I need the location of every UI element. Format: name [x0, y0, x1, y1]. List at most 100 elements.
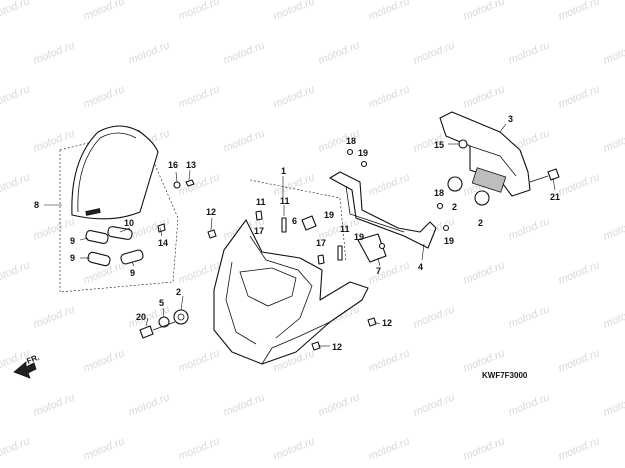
callout-2-left: 2 [176, 287, 181, 297]
stay-bracket [329, 171, 437, 249]
rubber-mount-9-left [87, 251, 111, 267]
watermark-text: motod.ru [32, 39, 77, 66]
watermark-text: motod.ru [507, 39, 552, 66]
nut-18-a [346, 148, 354, 156]
bolt-20-shaft [152, 321, 176, 331]
bolt-21-shaft [529, 175, 549, 183]
callout-16: 16 [168, 160, 178, 170]
diagram-code: KWF7F3000 [482, 371, 528, 380]
watermark-text: motod.ru [272, 435, 317, 462]
watermark-text: motod.ru [177, 347, 222, 374]
watermark-text: motod.ru [367, 435, 412, 462]
cowl-inner-right [249, 235, 313, 339]
cowl-lower-edge [261, 321, 331, 365]
grommet-2-left-hole [177, 313, 185, 321]
watermark-text: motod.ru [127, 39, 172, 66]
callout-9-upper: 9 [70, 236, 75, 246]
watermark-text: motod.ru [177, 259, 222, 286]
watermark-text: motod.ru [557, 259, 602, 286]
callout-14: 14 [158, 238, 168, 248]
windscreen-edge [77, 132, 137, 213]
nut-19-b [442, 224, 450, 232]
watermark-text: motod.ru [462, 259, 507, 286]
watermark-text: motod.ru [82, 0, 127, 23]
watermark-text: motod.ru [412, 391, 457, 418]
bracket-6 [301, 215, 317, 231]
collar-5 [158, 316, 170, 328]
bolt-12-mid [367, 317, 377, 327]
watermark-text: motod.ru [317, 391, 362, 418]
watermark-text: motod.ru [507, 303, 552, 330]
callout-11-mid: 11 [280, 196, 290, 206]
clip-17-right [317, 254, 325, 265]
watermark-text: motod.ru [0, 0, 31, 23]
callout-10: 10 [124, 218, 134, 228]
rubber-mount-9-right [120, 249, 144, 265]
watermark-text: motod.ru [32, 303, 77, 330]
callout-15: 15 [434, 140, 444, 150]
callout-9-left: 9 [70, 253, 75, 263]
mount-bracket-3-edge [469, 145, 517, 177]
callout-5: 5 [159, 298, 164, 308]
bolt-12-upper [207, 229, 217, 239]
watermark-text: motod.ru [272, 171, 317, 198]
callout-17-left: 17 [254, 226, 264, 236]
callout-11-right: 11 [340, 224, 350, 234]
callout-19-bracket: 19 [354, 232, 364, 242]
watermark-text: motod.ru [602, 215, 625, 242]
stay-bracket-inner [345, 185, 405, 233]
watermark-text: motod.ru [177, 435, 222, 462]
watermark-text: motod.ru [367, 259, 412, 286]
callout-4: 4 [418, 262, 423, 272]
well-nut-16 [173, 181, 181, 189]
watermark-text: motod.ru [0, 435, 31, 462]
windscreen [71, 125, 159, 220]
bolt-20 [139, 325, 154, 339]
side-mount-group [139, 309, 189, 339]
cowl-headlight-opening [239, 267, 297, 307]
bolt-12-lower [311, 341, 321, 351]
front-direction-arrow: FR. [13, 353, 41, 379]
bolt-21 [547, 168, 560, 181]
watermark-text: motod.ru [557, 83, 602, 110]
callout-6: 6 [292, 216, 297, 226]
direction-label: FR. [25, 353, 40, 366]
watermark-text: motod.ru [507, 391, 552, 418]
watermark-text: motod.ru [0, 259, 31, 286]
watermark-text: motod.ru [317, 39, 362, 66]
callout-13: 13 [186, 160, 196, 170]
callout-1: 1 [281, 166, 286, 176]
watermark-text: motod.ru [462, 0, 507, 23]
callout-8: 8 [34, 200, 39, 210]
watermark-text: motod.ru [272, 0, 317, 23]
watermark-text: motod.ru [507, 215, 552, 242]
watermark-text: motod.ru [82, 435, 127, 462]
rubber-mount-10 [107, 226, 133, 240]
watermark-text: motod.ru [0, 83, 31, 110]
watermark-text: motod.ru [367, 0, 412, 23]
bracket-7 [357, 233, 387, 263]
callout-9-right: 9 [130, 268, 135, 278]
watermark-text: motod.ru [222, 39, 267, 66]
callout-19-mid: 19 [324, 210, 334, 220]
watermark-text: motod.ru [177, 0, 222, 23]
clip-14 [157, 223, 166, 233]
clip-11-right [337, 245, 343, 261]
callout-18-top: 18 [346, 136, 356, 146]
watermark-text: motod.ru [557, 0, 602, 23]
rubber-mount-9-upper [85, 230, 109, 244]
watermark-text: motod.ru [462, 83, 507, 110]
watermark-text: motod.ru [557, 347, 602, 374]
callout-12-lower: 12 [332, 342, 342, 352]
watermark-text: motod.ru [602, 127, 625, 154]
callout-11-left: 11 [256, 197, 266, 207]
leader-lines [44, 123, 556, 347]
nut-18-b [436, 202, 444, 210]
watermark-text: motod.ru [367, 347, 412, 374]
watermark-text: motod.ru [412, 303, 457, 330]
watermark-text: motod.ru [602, 303, 625, 330]
grommet-2-bottom [474, 190, 490, 206]
watermark-text: motod.ru [272, 83, 317, 110]
callout-12-upper: 12 [206, 207, 216, 217]
